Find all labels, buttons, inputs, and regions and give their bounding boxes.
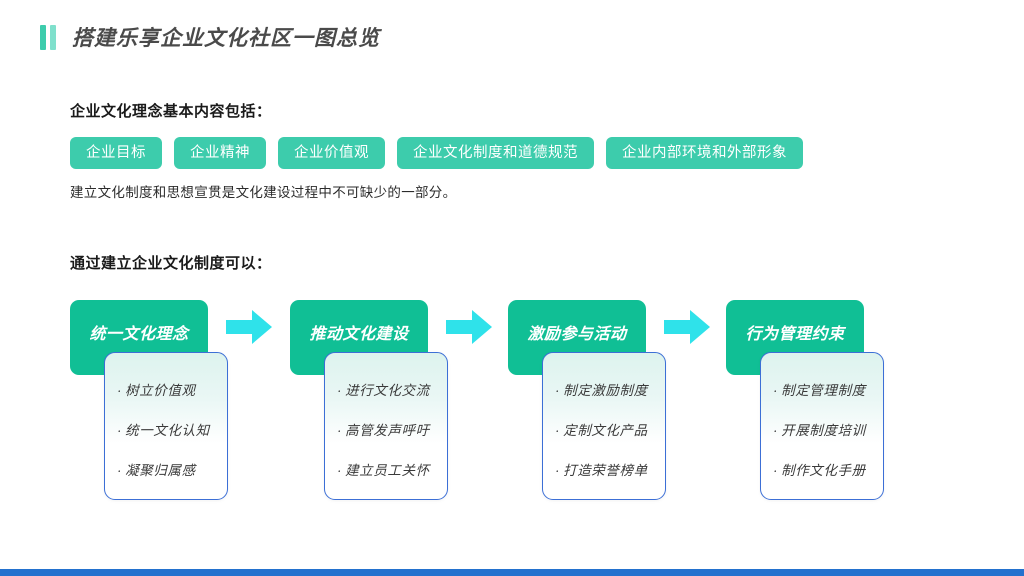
section-one-heading: 企业文化理念基本内容包括： <box>70 103 272 120</box>
bullet-icon: · <box>117 423 123 438</box>
page-header: 搭建乐享企业文化社区一图总览 <box>40 22 380 52</box>
flow-item-label: 统一文化认知 <box>125 423 210 438</box>
flow-item-label: 高管发声呼吁 <box>345 423 430 438</box>
flow-item-label: 凝聚归属感 <box>125 463 196 478</box>
flow-step-1-item-1: ·树立价值观 <box>117 379 227 399</box>
bullet-icon: · <box>555 463 561 478</box>
flow-item-label: 打造荣誉榜单 <box>563 463 648 478</box>
pill-enterprise-values[interactable]: 企业价值观 <box>278 137 385 170</box>
flow-arrow-3-icon <box>664 310 710 344</box>
bullet-icon: · <box>337 463 343 478</box>
flow-item-label: 制定激励制度 <box>563 383 648 398</box>
flow-item-label: 开展制度培训 <box>781 423 866 438</box>
bullet-icon: · <box>555 383 561 398</box>
flow-item-label: 进行文化交流 <box>345 383 430 398</box>
flow-step-4-item-2: ·开展制度培训 <box>773 419 883 439</box>
flow-step-2-item-3: ·建立员工关怀 <box>337 459 447 479</box>
pill-culture-system-ethics[interactable]: 企业文化制度和道德规范 <box>397 137 594 170</box>
section-two-heading: 通过建立企业文化制度可以： <box>70 255 272 272</box>
culture-concept-pill-row: 企业目标 企业精神 企业价值观 企业文化制度和道德规范 企业内部环境和外部形象 <box>70 137 803 170</box>
title-marker-icon <box>40 24 56 50</box>
flow-step-2-item-2: ·高管发声呼吁 <box>337 419 447 439</box>
flow-arrow-2-icon <box>446 310 492 344</box>
pill-internal-external-image[interactable]: 企业内部环境和外部形象 <box>606 137 803 170</box>
flow-arrow-1-icon <box>226 310 272 344</box>
section-one-note: 建立文化制度和思想宣贯是文化建设过程中不可缺少的一部分。 <box>70 185 457 200</box>
bullet-icon: · <box>773 463 779 478</box>
bullet-icon: · <box>337 383 343 398</box>
flow-step-3-item-2: ·定制文化产品 <box>555 419 665 439</box>
bullet-icon: · <box>337 423 343 438</box>
bullet-icon: · <box>773 423 779 438</box>
flow-step-4-item-1: ·制定管理制度 <box>773 379 883 399</box>
bottom-accent-bar <box>0 569 1024 576</box>
flow-item-label: 树立价值观 <box>125 383 196 398</box>
title-marker-bar-primary <box>40 24 46 50</box>
bullet-icon: · <box>117 383 123 398</box>
flow-step-4-item-3: ·制作文化手册 <box>773 459 883 479</box>
flow-step-1-item-2: ·统一文化认知 <box>117 419 227 439</box>
flow-step-3-item-1: ·制定激励制度 <box>555 379 665 399</box>
bullet-icon: · <box>117 463 123 478</box>
flow-item-label: 制定管理制度 <box>781 383 866 398</box>
flow-step-3-item-3: ·打造荣誉榜单 <box>555 459 665 479</box>
bullet-icon: · <box>555 423 561 438</box>
title-marker-bar-secondary <box>50 24 56 50</box>
flow-step-1-item-3: ·凝聚归属感 <box>117 459 227 479</box>
flow-item-label: 制作文化手册 <box>781 463 866 478</box>
flow-step-2-item-1: ·进行文化交流 <box>337 379 447 399</box>
flow-step-3-card: ·制定激励制度 ·定制文化产品 ·打造荣誉榜单 <box>542 352 666 500</box>
flow-step-4-card: ·制定管理制度 ·开展制度培训 ·制作文化手册 <box>760 352 884 500</box>
flow-step-2-card: ·进行文化交流 ·高管发声呼吁 ·建立员工关怀 <box>324 352 448 500</box>
flow-step-1-card: ·树立价值观 ·统一文化认知 ·凝聚归属感 <box>104 352 228 500</box>
bullet-icon: · <box>773 383 779 398</box>
flow-item-label: 建立员工关怀 <box>345 463 430 478</box>
flow-item-label: 定制文化产品 <box>563 423 648 438</box>
pill-enterprise-spirit[interactable]: 企业精神 <box>174 137 266 170</box>
page-title: 搭建乐享企业文化社区一图总览 <box>72 27 380 50</box>
pill-enterprise-goal[interactable]: 企业目标 <box>70 137 162 170</box>
